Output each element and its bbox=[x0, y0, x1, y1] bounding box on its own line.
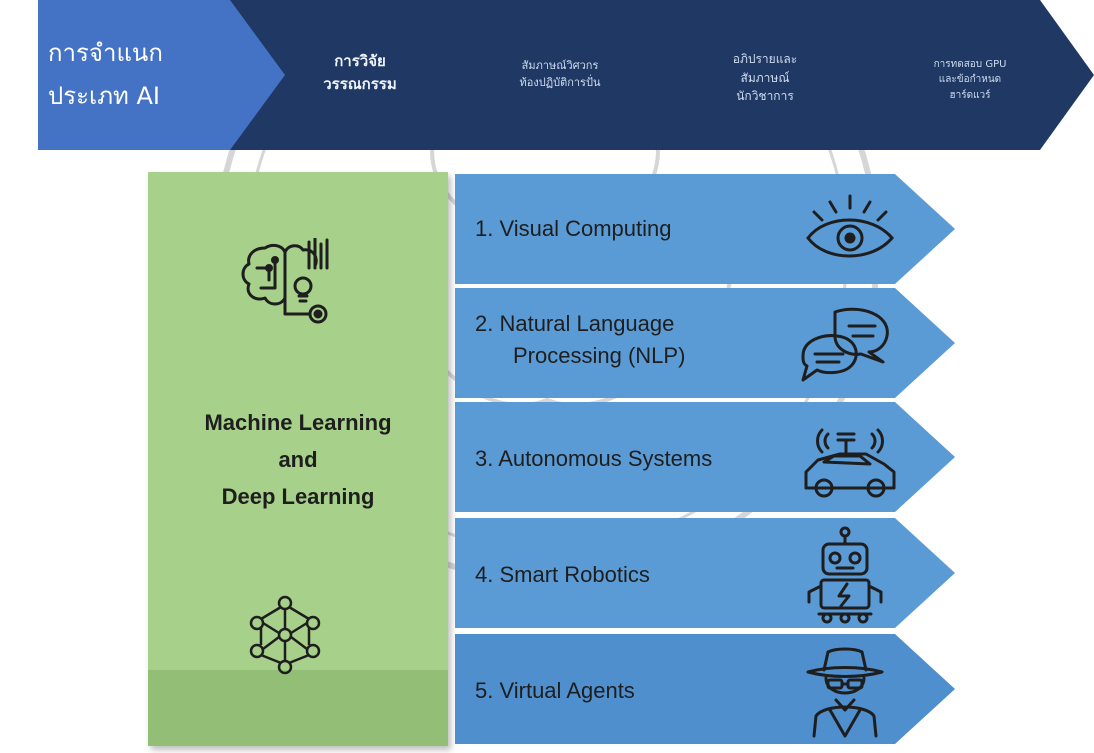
brain-chart-icon bbox=[241, 238, 329, 324]
process-step-3: สัมภาษณ์วิศวกร ท้องปฏิบัติการปั่น bbox=[490, 44, 630, 104]
process-step-4-shape bbox=[640, 0, 905, 150]
process-step-2-line2: วรรณกรรม bbox=[323, 75, 397, 93]
core-title-line3: Deep Learning bbox=[221, 484, 375, 509]
process-step-3-line2: ท้องปฏิบัติการปั่น bbox=[519, 76, 601, 89]
neural-network-icon bbox=[249, 595, 321, 675]
process-step-3-line1: สัมภาษณ์วิศวกร bbox=[521, 58, 599, 72]
ai-type-2-line1: 2. Natural Language bbox=[475, 311, 675, 336]
process-step-5-shape bbox=[845, 0, 1094, 150]
chat-bubbles-icon bbox=[801, 307, 889, 382]
agent-icon bbox=[806, 647, 884, 738]
core-technology-title: Machine Learning and Deep Learning bbox=[148, 404, 448, 515]
process-step-3-shape bbox=[435, 0, 700, 150]
core-title-line1: Machine Learning bbox=[204, 410, 392, 435]
ai-type-2-line2: Processing (NLP) bbox=[513, 343, 686, 368]
ai-type-3: 3. Autonomous Systems bbox=[455, 402, 955, 512]
ai-type-2-label: 2. Natural Language Processing (NLP) bbox=[475, 308, 685, 372]
process-step-1: การจำแนก ประเภท AI bbox=[48, 0, 208, 150]
process-step-4-line2: สัมภาษณ์ bbox=[740, 70, 790, 85]
autonomous-car-icon bbox=[804, 428, 896, 498]
robot-icon bbox=[807, 526, 883, 624]
process-step-5-line1: การทดสอบ GPU bbox=[933, 58, 1007, 70]
process-step-1-line1: การจำแนก bbox=[48, 38, 163, 67]
arrow-2-shape bbox=[455, 288, 955, 398]
process-chevron-bar bbox=[38, 0, 1094, 150]
ai-type-2: 2. Natural Language Processing (NLP) bbox=[455, 288, 955, 398]
ai-type-5-label: 5. Virtual Agents bbox=[475, 678, 635, 703]
process-step-4: อภิปรายและ สัมภาษณ์ นักวิชาการ bbox=[700, 38, 830, 118]
arrow-5-shape bbox=[455, 634, 955, 744]
eye-icon bbox=[806, 194, 894, 258]
core-technology-panel bbox=[148, 172, 448, 746]
process-step-2: การวิจัย วรรณกรรม bbox=[300, 38, 420, 108]
ai-type-4: 4. Smart Robotics bbox=[455, 518, 955, 628]
process-step-1-shape bbox=[38, 0, 290, 150]
process-step-1-line2: ประเภท AI bbox=[48, 82, 160, 110]
process-step-4-line1: อภิปรายและ bbox=[732, 52, 798, 67]
process-step-5: การทดสอบ GPU และข้อกำหนด ฮาร์ดแวร์ bbox=[905, 40, 1035, 120]
process-step-5-line3: ฮาร์ดแวร์ bbox=[949, 89, 991, 101]
ai-type-1: 1. Visual Computing bbox=[455, 174, 955, 284]
process-step-4-line3: นักวิชาการ bbox=[736, 89, 794, 104]
ai-type-3-label: 3. Autonomous Systems bbox=[475, 446, 713, 471]
ai-type-4-label: 4. Smart Robotics bbox=[475, 562, 650, 587]
process-step-5-line2: และข้อกำหนด bbox=[938, 74, 1002, 86]
ai-type-5: 5. Virtual Agents bbox=[455, 634, 955, 744]
ai-type-1-label: 1. Visual Computing bbox=[475, 216, 672, 241]
process-step-2-shape bbox=[230, 0, 495, 150]
core-title-line2: and bbox=[278, 447, 318, 472]
process-step-2-line1: การวิจัย bbox=[334, 51, 386, 70]
